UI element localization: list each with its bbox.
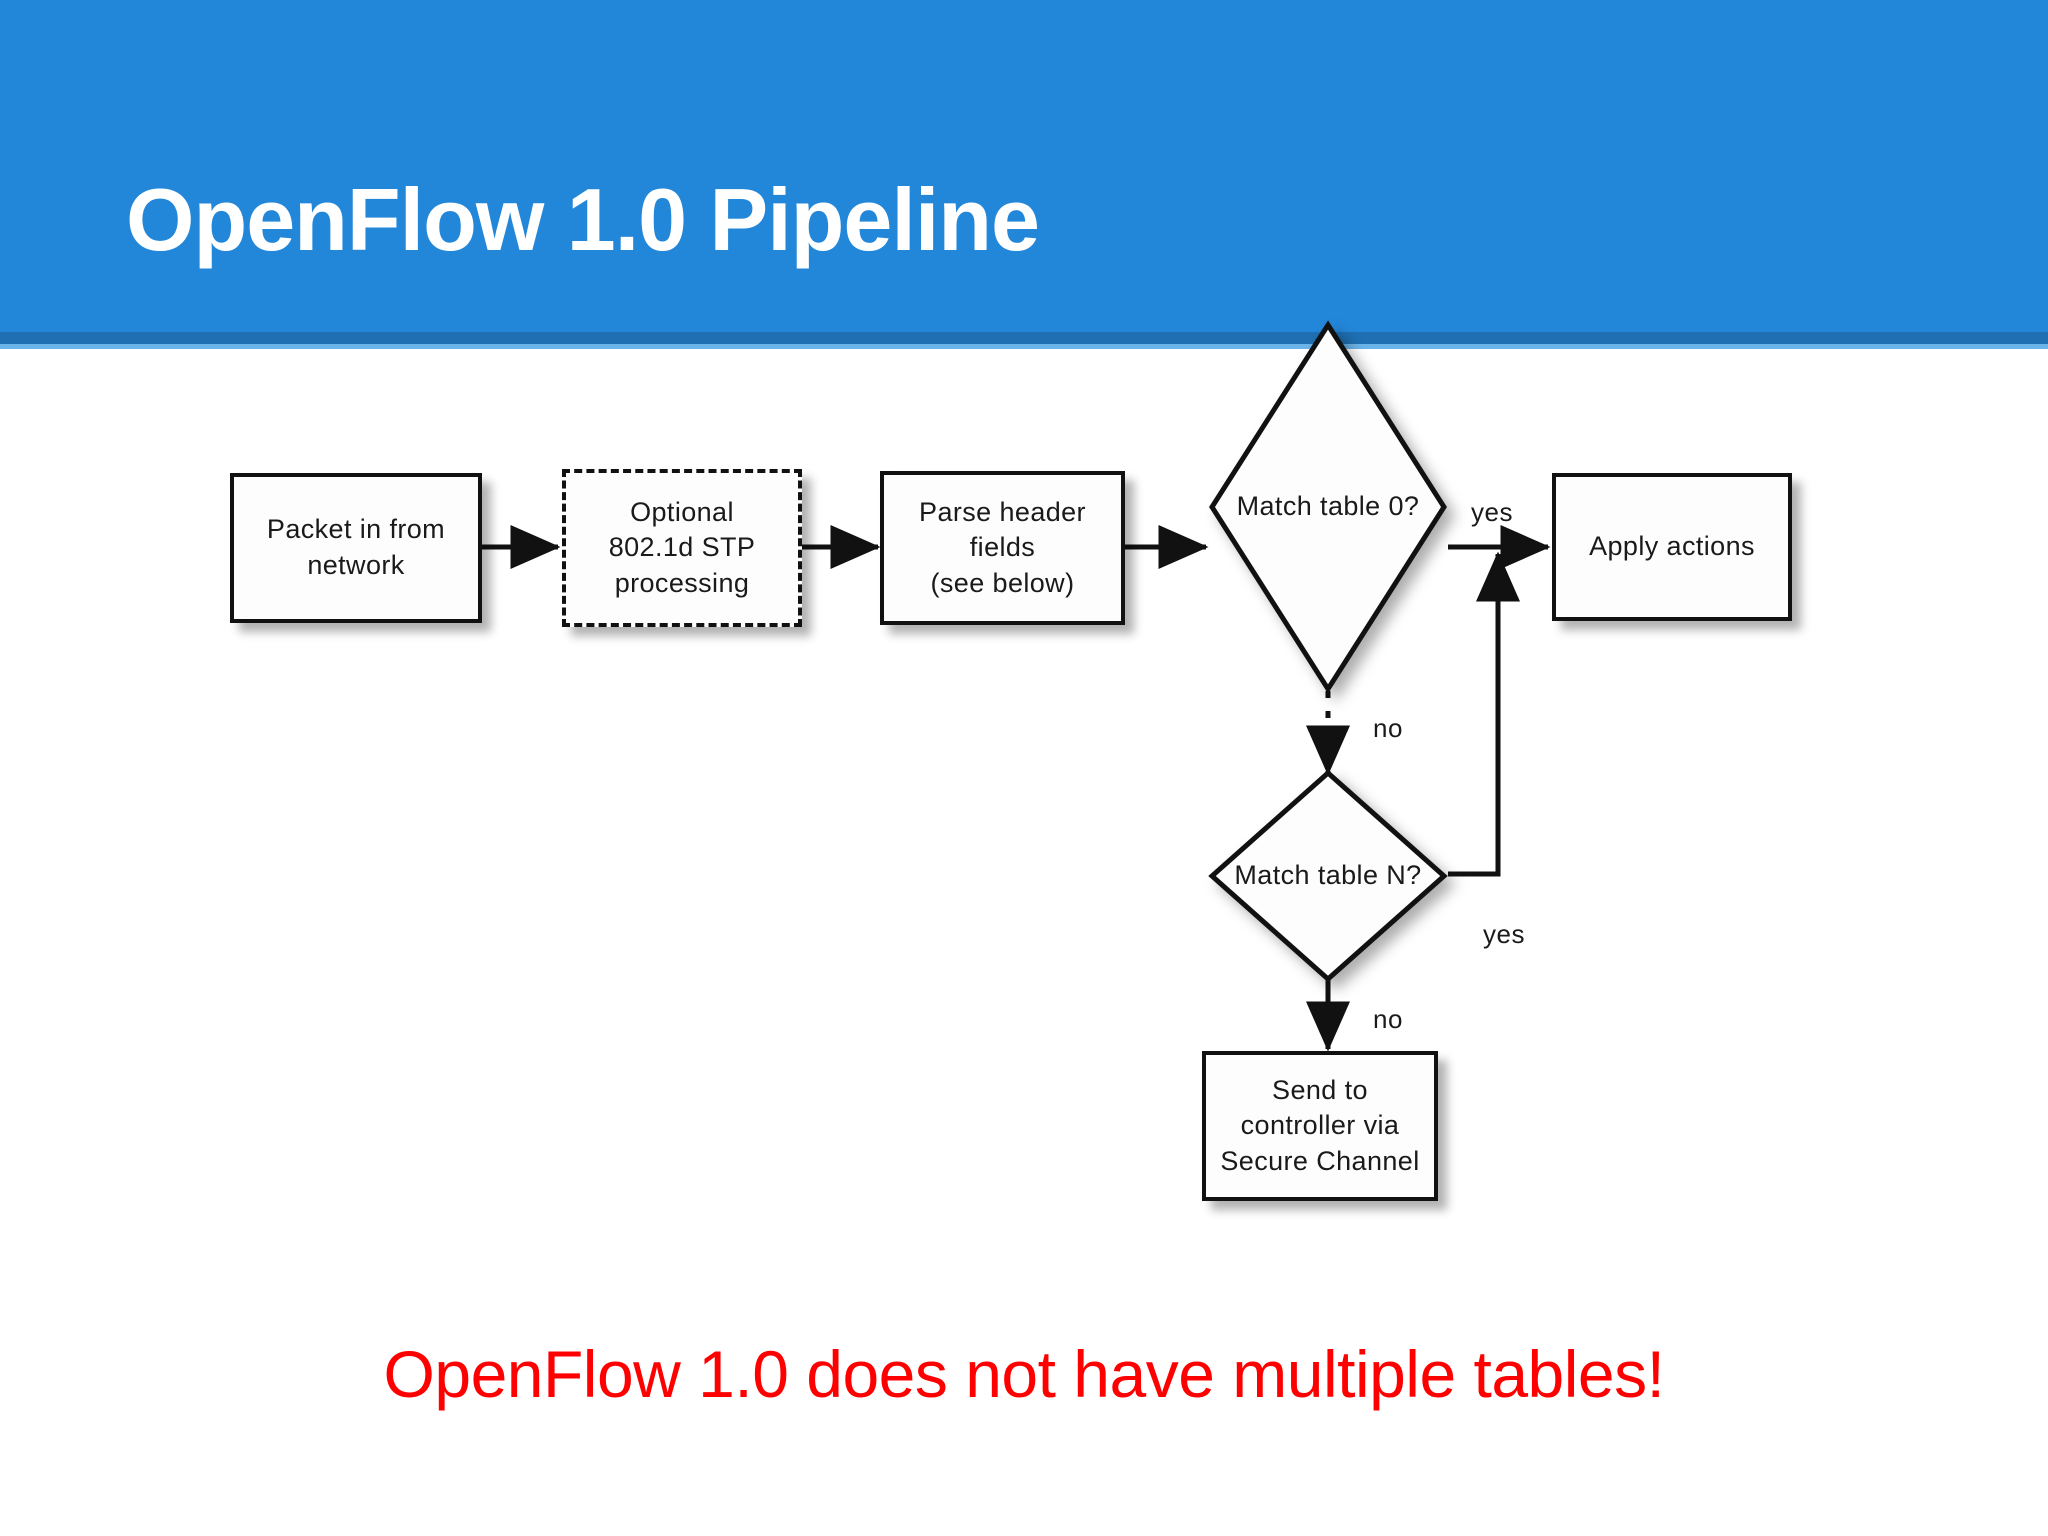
edge-matchn-yes-to-apply [1448,551,1520,877]
node-apply-actions-line1: Apply actions [1589,531,1755,562]
edge-label-yes-bottom: yes [1483,919,1525,949]
slide-header-band [0,0,2048,332]
node-match-table-0[interactable]: Match table 0? [1208,320,1448,694]
node-packet-in[interactable]: Packet in from network [230,473,482,623]
node-packet-in-line2: network [307,550,405,580]
node-parse-header-line1: Parse header [919,496,1086,527]
node-optional-stp-line1: Optional [630,496,734,527]
node-apply-actions[interactable]: Apply actions [1552,473,1792,621]
node-optional-stp-line2: 802.1d STP [608,532,756,563]
header-divider-light [0,344,2048,349]
node-parse-header-fields[interactable]: Parse header fields (see below) [880,471,1125,625]
node-send-to-controller-line2: controller via [1240,1110,1400,1141]
edge-label-yes-top: yes [1471,497,1513,527]
slide-caption: OpenFlow 1.0 does not have multiple tabl… [383,1337,1665,1411]
node-parse-header-line2: fields [969,532,1036,563]
node-optional-stp[interactable]: Optional 802.1d STP processing [562,469,802,627]
match-table-n-shape [1208,769,1448,983]
node-parse-header-line3: (see below) [930,567,1075,598]
header-divider-dark [0,332,2048,344]
openflow-pipeline-flowchart: Packet in from network Optional 802.1d S… [0,320,2048,1536]
edge-label-no-top: no [1373,713,1403,743]
match-table-0-shape [1209,320,1447,694]
node-send-to-controller-line1: Send to [1272,1074,1368,1105]
node-match-table-n[interactable]: Match table N? [1208,769,1448,983]
node-packet-in-line1: Packet in from [266,514,446,545]
edge-label-no-bottom: no [1373,1004,1403,1034]
node-send-to-controller-line3: Secure Channel [1220,1145,1420,1176]
node-optional-stp-line3: processing [614,567,750,598]
page-title: OpenFlow 1.0 Pipeline [126,170,1040,269]
node-send-to-controller[interactable]: Send to controller via Secure Channel [1202,1051,1438,1201]
